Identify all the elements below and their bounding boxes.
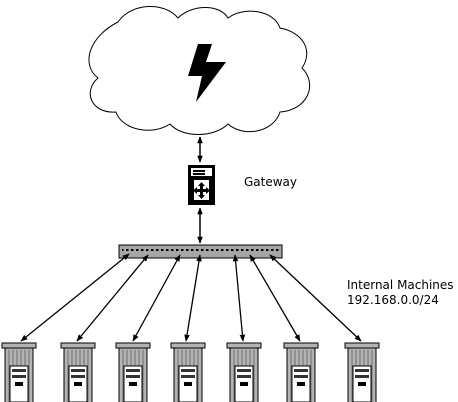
- tower-server-icon: [344, 342, 380, 402]
- tower-server-icon: [115, 342, 151, 402]
- machine-link-5: [232, 254, 246, 342]
- internal-machines-label: Internal Machines: [347, 278, 454, 292]
- tower-server-icon: [60, 342, 96, 402]
- tower-server-icon: [170, 342, 206, 402]
- internal-machines: [1, 342, 380, 402]
- subnet-label: 192.168.0.0/24: [347, 293, 439, 307]
- network-switch-icon: [118, 244, 283, 259]
- lightning-icon: [188, 44, 226, 102]
- machine-link-3: [132, 254, 181, 342]
- tower-server-icon: [226, 342, 262, 402]
- machine-links: [20, 253, 362, 342]
- tower-server-icon: [1, 342, 37, 402]
- machine-link-4: [184, 254, 202, 342]
- gateway-label: Gateway: [244, 175, 297, 189]
- machine-link-7: [269, 254, 362, 342]
- tower-server-icon: [283, 342, 319, 402]
- gateway-server-icon: [188, 165, 215, 205]
- machine-link-6: [249, 254, 301, 342]
